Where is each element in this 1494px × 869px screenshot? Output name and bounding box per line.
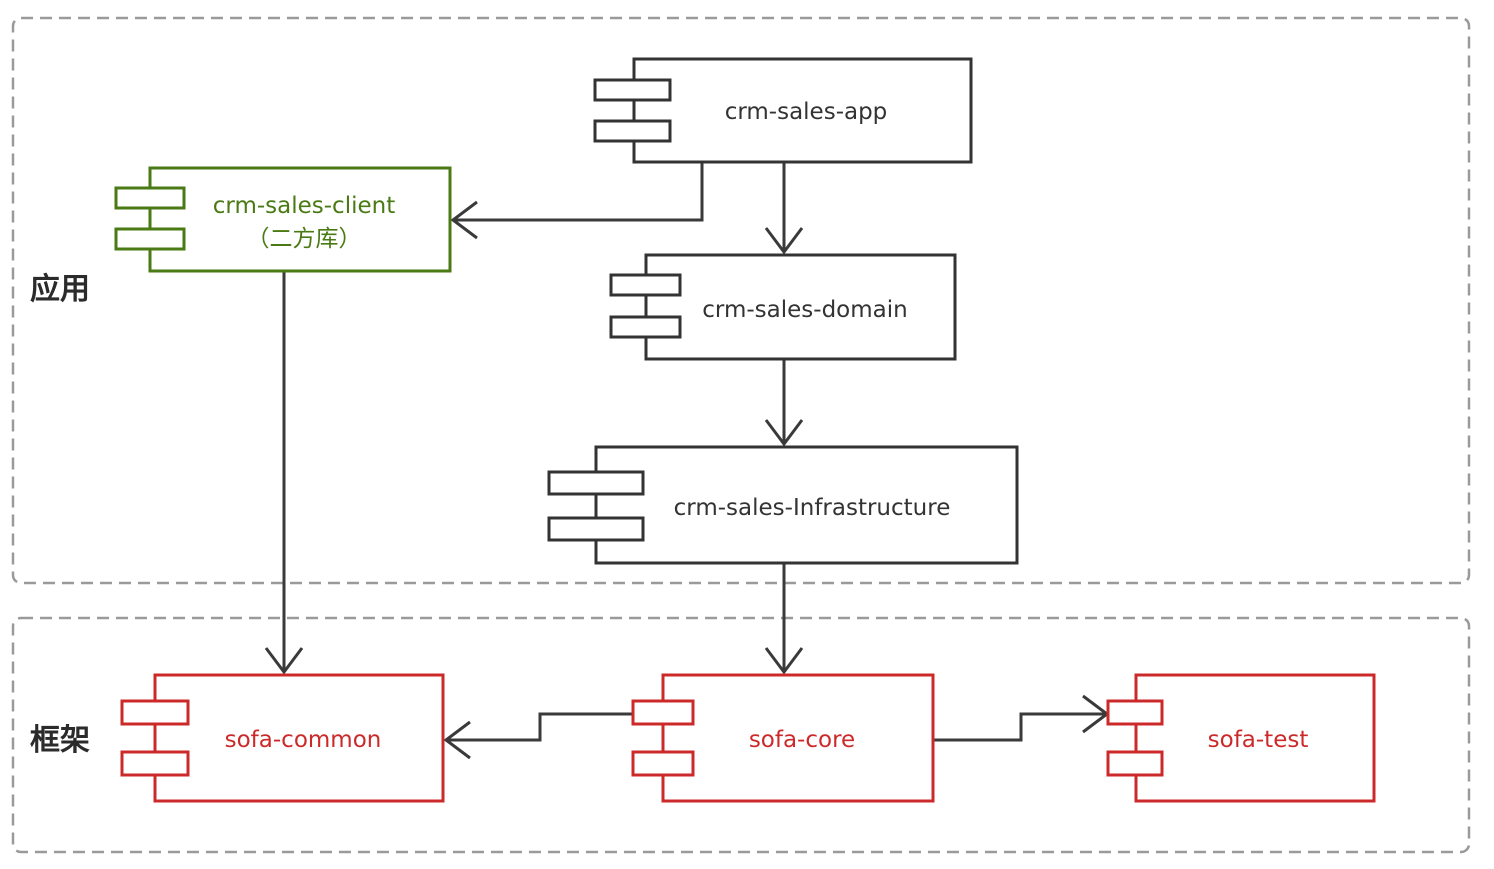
crm-sales-app-component[interactable]: crm-sales-app [593,57,973,164]
arrowhead-client [450,200,478,240]
sofa-test-body [1134,673,1376,803]
sofa-core-name: sofa-core [749,727,855,753]
framework-group-label: 框架 [30,723,90,758]
crm-sales-infrastructure-body [594,445,1019,565]
framework-group-frame [11,616,1471,854]
arrowhead-domain [764,227,804,255]
crm-sales-domain-body [644,253,957,361]
component-port-icon [120,750,190,777]
components-layer: crm-sales-appcrm-sales-client（二方库）crm-sa… [114,57,1376,803]
component-port-icon [1106,699,1164,726]
crm-sales-client-name: crm-sales-client [213,193,395,219]
sofa-core-component[interactable]: sofa-core [631,673,935,803]
crm-sales-infrastructure-component[interactable]: crm-sales-Infrastructure [547,445,1019,565]
application-group-label: 应用 [30,272,90,307]
dependency-edges [264,162,1110,760]
edge-app-to-client [453,162,704,222]
crm-sales-domain-component[interactable]: crm-sales-domain [609,253,957,361]
sofa-common-component[interactable]: sofa-common [120,673,445,803]
component-port-icon [609,315,682,339]
sofa-test-component[interactable]: sofa-test [1106,673,1376,803]
sofa-core-body [661,673,935,803]
component-port-icon [1106,750,1164,777]
sofa-common-name: sofa-common [225,727,382,753]
arrowhead-sofa-core [764,647,804,675]
crm-sales-client-body [148,166,452,273]
component-port-icon [114,227,186,251]
crm-sales-client-component[interactable]: crm-sales-client （二方库） [114,166,452,273]
component-port-icon [547,516,645,542]
arrowhead-sofa-common-top [264,647,304,675]
component-port-icon [631,750,695,777]
crm-sales-app-body [632,57,973,164]
sofa-common-body [153,673,445,803]
crm-sales-domain-name: crm-sales-domain [702,297,907,323]
crm-sales-infrastructure-name: crm-sales-Infrastructure [674,495,951,521]
component-port-icon [547,470,645,496]
edge-sofa-core-to-sofa-test [934,712,1107,742]
arrowhead-infrastructure [764,419,804,447]
edge-sofa-core-to-sofa-common [446,712,634,742]
component-port-icon [120,699,190,726]
crm-sales-app-name: crm-sales-app [725,99,888,125]
component-port-icon [593,119,672,143]
component-port-icon [631,699,695,726]
sofa-test-name: sofa-test [1208,727,1309,753]
crm-sales-client-subtitle: （二方库） [247,226,362,252]
arrowhead-sofa-common-side [443,720,471,760]
component-port-icon [114,186,186,210]
component-port-icon [609,273,682,297]
component-port-icon [593,78,672,102]
